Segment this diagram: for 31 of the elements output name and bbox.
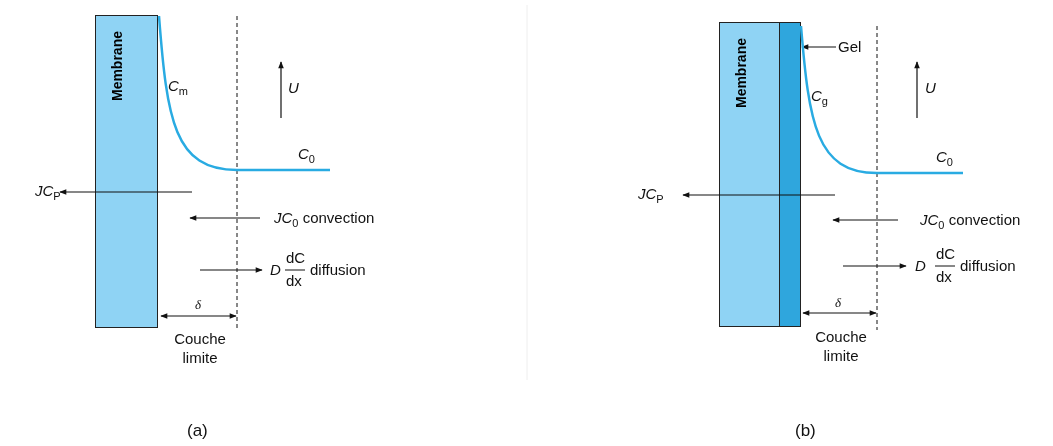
term-label: diffusion	[960, 258, 1016, 273]
term-label: dx	[286, 273, 302, 288]
flux-label: JC$_{P}$	[638, 186, 664, 205]
term-label: diffusion	[310, 262, 366, 277]
membrane-label: Membrane	[109, 31, 125, 102]
gel-layer	[779, 22, 801, 327]
flux-label: JC$_{P}$	[35, 183, 61, 202]
term-label: dC	[936, 246, 956, 261]
term-label: D	[270, 262, 281, 277]
concentration-label: C$_{0}$	[936, 149, 953, 168]
flux-label: JC$_{0}$ convection	[274, 210, 375, 229]
panel-label: (b)	[795, 422, 816, 439]
leader-arrow	[801, 44, 837, 50]
membrane-bar	[95, 15, 158, 328]
term-label: D	[915, 258, 926, 273]
panel-label: (a)	[187, 422, 208, 439]
thickness-label: δ	[195, 298, 202, 311]
layer-label: Couche limite	[173, 330, 227, 368]
layer-label: Gel	[838, 39, 862, 54]
velocity-label: U	[288, 80, 299, 95]
concentration-label: C$_{g}$	[811, 88, 828, 107]
layer-label: Couche limite	[814, 328, 868, 366]
membrane-bar	[719, 22, 780, 327]
velocity-label: U	[925, 80, 936, 95]
term-label: dx	[936, 269, 952, 284]
term-label: dC	[286, 250, 306, 265]
membrane-label: Membrane	[733, 38, 749, 109]
concentration-label: C$_{0}$	[298, 146, 315, 165]
thickness-label: δ	[835, 296, 842, 309]
concentration-label: C$_{m}$	[168, 78, 188, 97]
flux-label: JC$_{0}$ convection	[920, 212, 1021, 231]
